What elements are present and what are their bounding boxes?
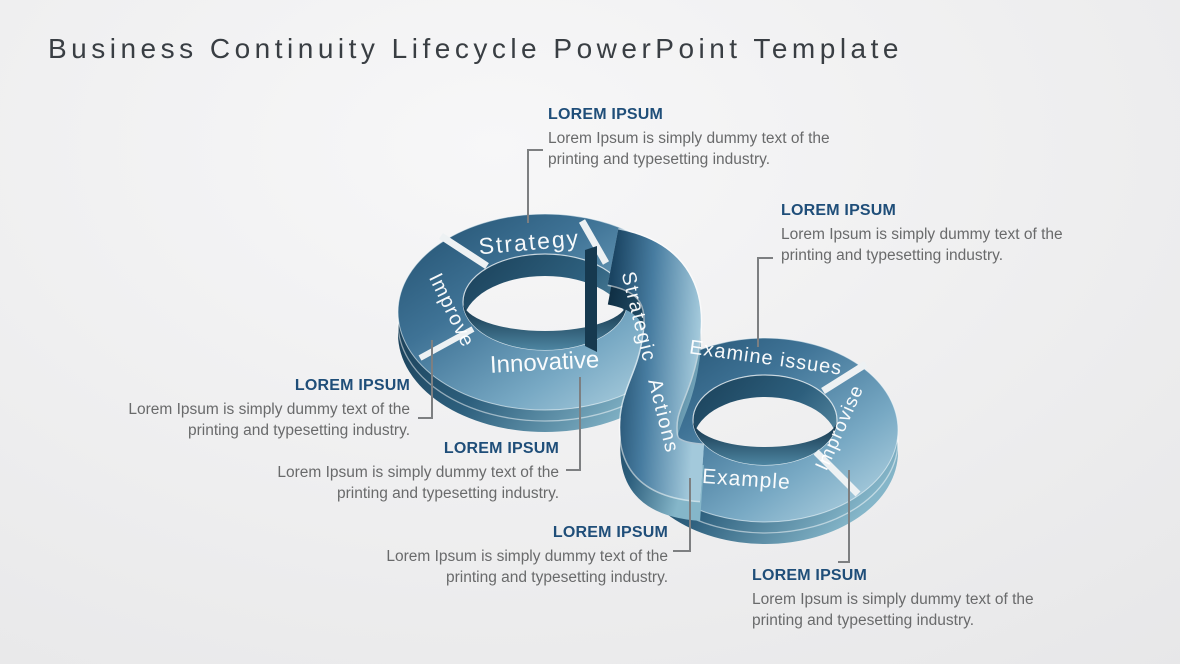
callout-heading: LOREM IPSUM [752, 567, 868, 584]
callout-body-line: printing and typesetting industry. [187, 422, 410, 439]
crossing-band [585, 228, 705, 521]
callout-body-line: Lorem Ipsum is simply dummy text of the [128, 401, 410, 418]
right-ring-inner-wall [693, 420, 837, 465]
callout-body-line: printing and typesetting industry. [781, 247, 1004, 264]
callout-heading: LOREM IPSUM [548, 106, 664, 123]
segment-gap [813, 449, 861, 497]
band-left-wall [585, 246, 597, 352]
callout-body-line: Lorem Ipsum is simply dummy text of the [752, 591, 1034, 608]
segment-label-innovative: Innovative [489, 346, 600, 379]
callout-left: LOREM IPSUM Lorem Ipsum is simply dummy … [128, 377, 410, 441]
segment-gap [821, 361, 868, 394]
callout-right-top: LOREM IPSUM Lorem Ipsum is simply dummy … [781, 202, 1063, 266]
callout-body-line: Lorem Ipsum is simply dummy text of the [277, 464, 559, 481]
callout-top: LOREM IPSUM Lorem Ipsum is simply dummy … [548, 106, 830, 170]
callout-connectors [418, 149, 850, 563]
callout-body-line: printing and typesetting industry. [548, 151, 771, 168]
callout-body-line: Lorem Ipsum is simply dummy text of the [548, 130, 830, 147]
callout-body-line: printing and typesetting industry. [752, 612, 975, 629]
connector-left-callout [418, 340, 433, 419]
connector-right-top-callout [757, 257, 773, 347]
connector-bottom-center-callout [673, 478, 691, 552]
segment-gap [418, 326, 475, 361]
callout-bottom-right: LOREM IPSUM Lorem Ipsum is simply dummy … [752, 567, 1034, 631]
band-top [606, 229, 705, 501]
connector-top-callout [527, 149, 543, 223]
callout-body-line: Lorem Ipsum is simply dummy text of the [781, 226, 1063, 243]
callout-heading: LOREM IPSUM [294, 377, 410, 394]
callout-bottom-center: LOREM IPSUM Lorem Ipsum is simply dummy … [386, 524, 668, 588]
slide-title: Business Continuity Lifecycle PowerPoint… [48, 33, 903, 64]
connector-center-left-callout [566, 377, 581, 471]
callout-heading: LOREM IPSUM [443, 440, 559, 457]
callout-heading: LOREM IPSUM [552, 524, 668, 541]
connector-bottom-right-callout [838, 470, 850, 563]
segment-gap [439, 233, 489, 269]
callout-center-left: LOREM IPSUM Lorem Ipsum is simply dummy … [277, 440, 559, 504]
callout-body-line: Lorem Ipsum is simply dummy text of the [386, 548, 668, 565]
callout-heading: LOREM IPSUM [781, 202, 897, 219]
callout-body-line: printing and typesetting industry. [445, 569, 668, 586]
segment-gap [578, 219, 610, 265]
callout-body-line: printing and typesetting industry. [336, 485, 559, 502]
